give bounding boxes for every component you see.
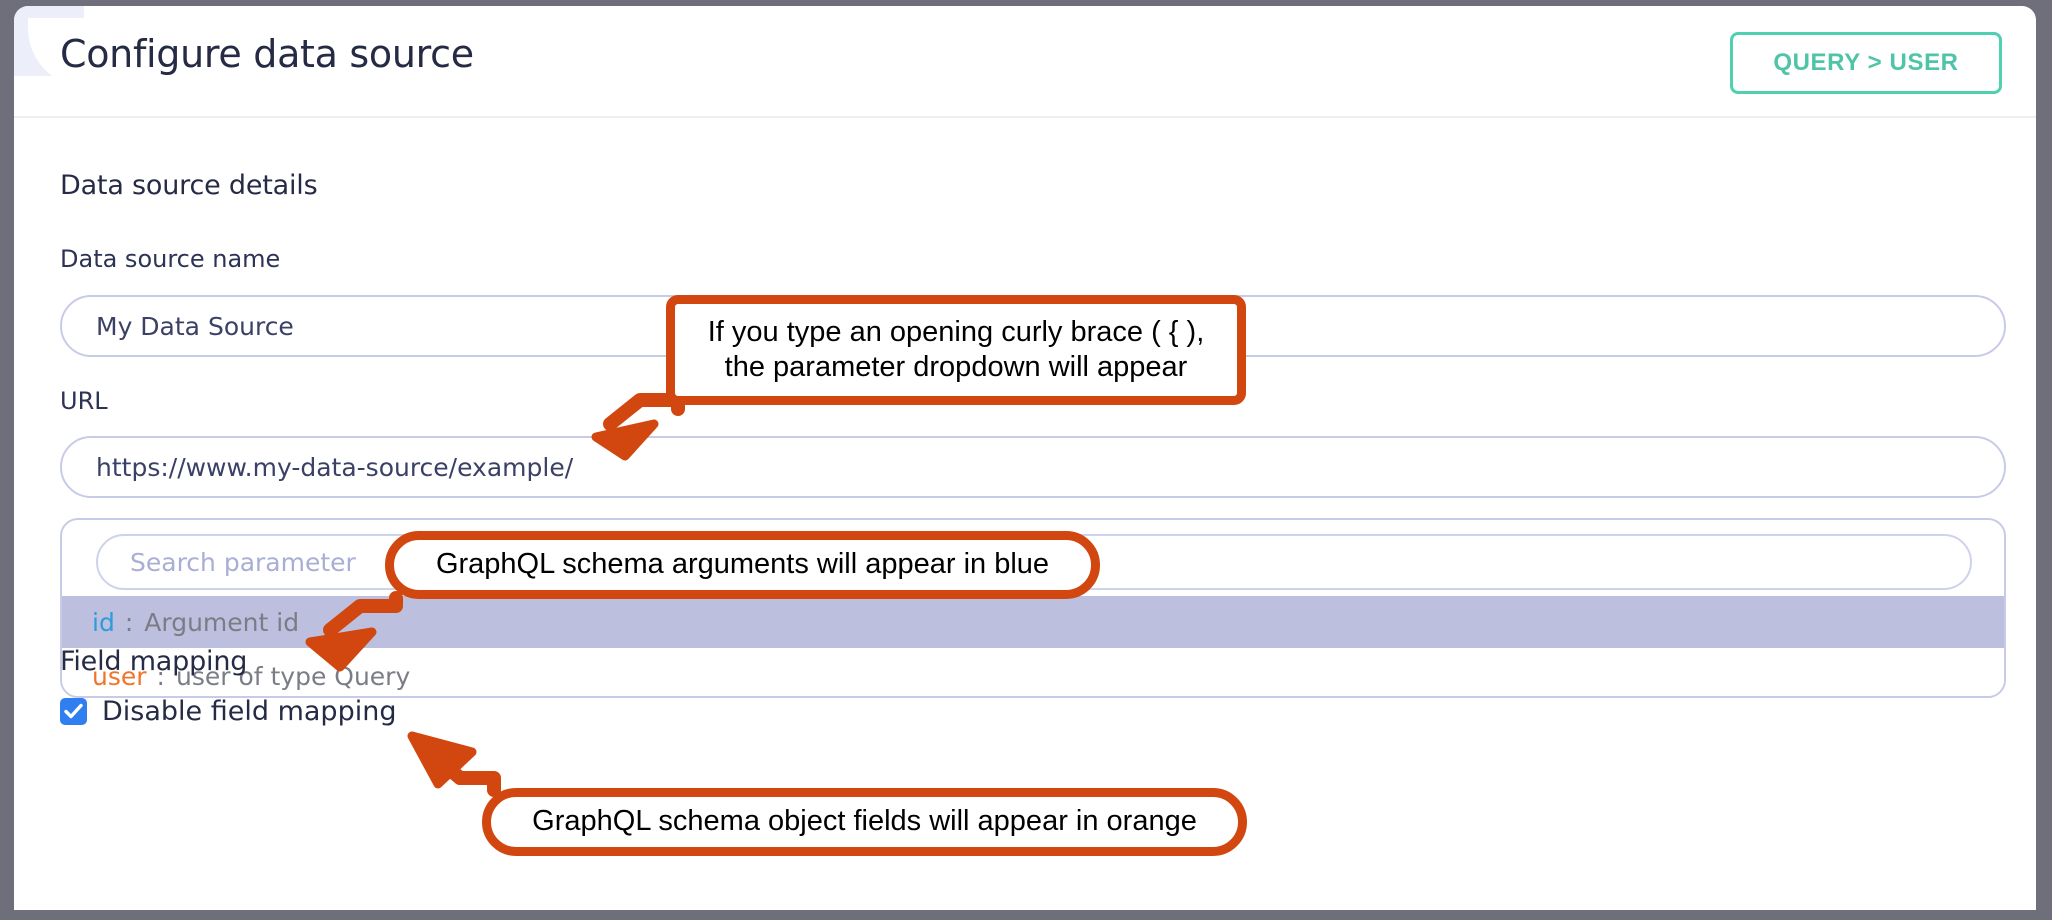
checkbox-checked-icon[interactable] xyxy=(60,698,87,725)
card-header: Configure data source QUERY > USER xyxy=(14,6,2036,118)
configure-data-source-card: Configure data source QUERY > USER Data … xyxy=(14,6,2036,910)
data-source-name-label: Data source name xyxy=(60,245,281,273)
callout-arguments-blue: GraphQL schema arguments will appear in … xyxy=(385,531,1100,599)
param-option-separator: : xyxy=(156,661,165,691)
param-option-key: user xyxy=(92,661,147,691)
query-user-button[interactable]: QUERY > USER xyxy=(1730,32,2002,94)
param-option-separator: : xyxy=(124,607,134,637)
page-title: Configure data source xyxy=(60,32,474,76)
callout-curly-brace: If you type an opening curly brace ( { )… xyxy=(666,295,1246,405)
disable-field-mapping-row[interactable]: Disable field mapping xyxy=(60,696,396,727)
field-mapping-heading: Field mapping xyxy=(60,646,248,677)
callout-line-2: the parameter dropdown will appear xyxy=(724,351,1188,383)
param-option-key: id xyxy=(92,607,115,637)
url-label: URL xyxy=(60,387,108,415)
callout-line-1: If you type an opening curly brace ( { )… xyxy=(707,315,1205,348)
data-source-details-heading: Data source details xyxy=(60,170,318,201)
url-input[interactable]: https://www.my-data-source/example/ xyxy=(60,436,2006,498)
param-option-description: Argument id xyxy=(144,607,300,637)
param-option-user[interactable]: user : user of type Query xyxy=(62,650,2004,696)
card-corner-tint xyxy=(14,6,84,76)
disable-field-mapping-label: Disable field mapping xyxy=(102,696,397,727)
param-option-id[interactable]: id : Argument id xyxy=(62,596,2004,648)
callout-object-fields-orange: GraphQL schema object fields will appear… xyxy=(482,788,1247,856)
